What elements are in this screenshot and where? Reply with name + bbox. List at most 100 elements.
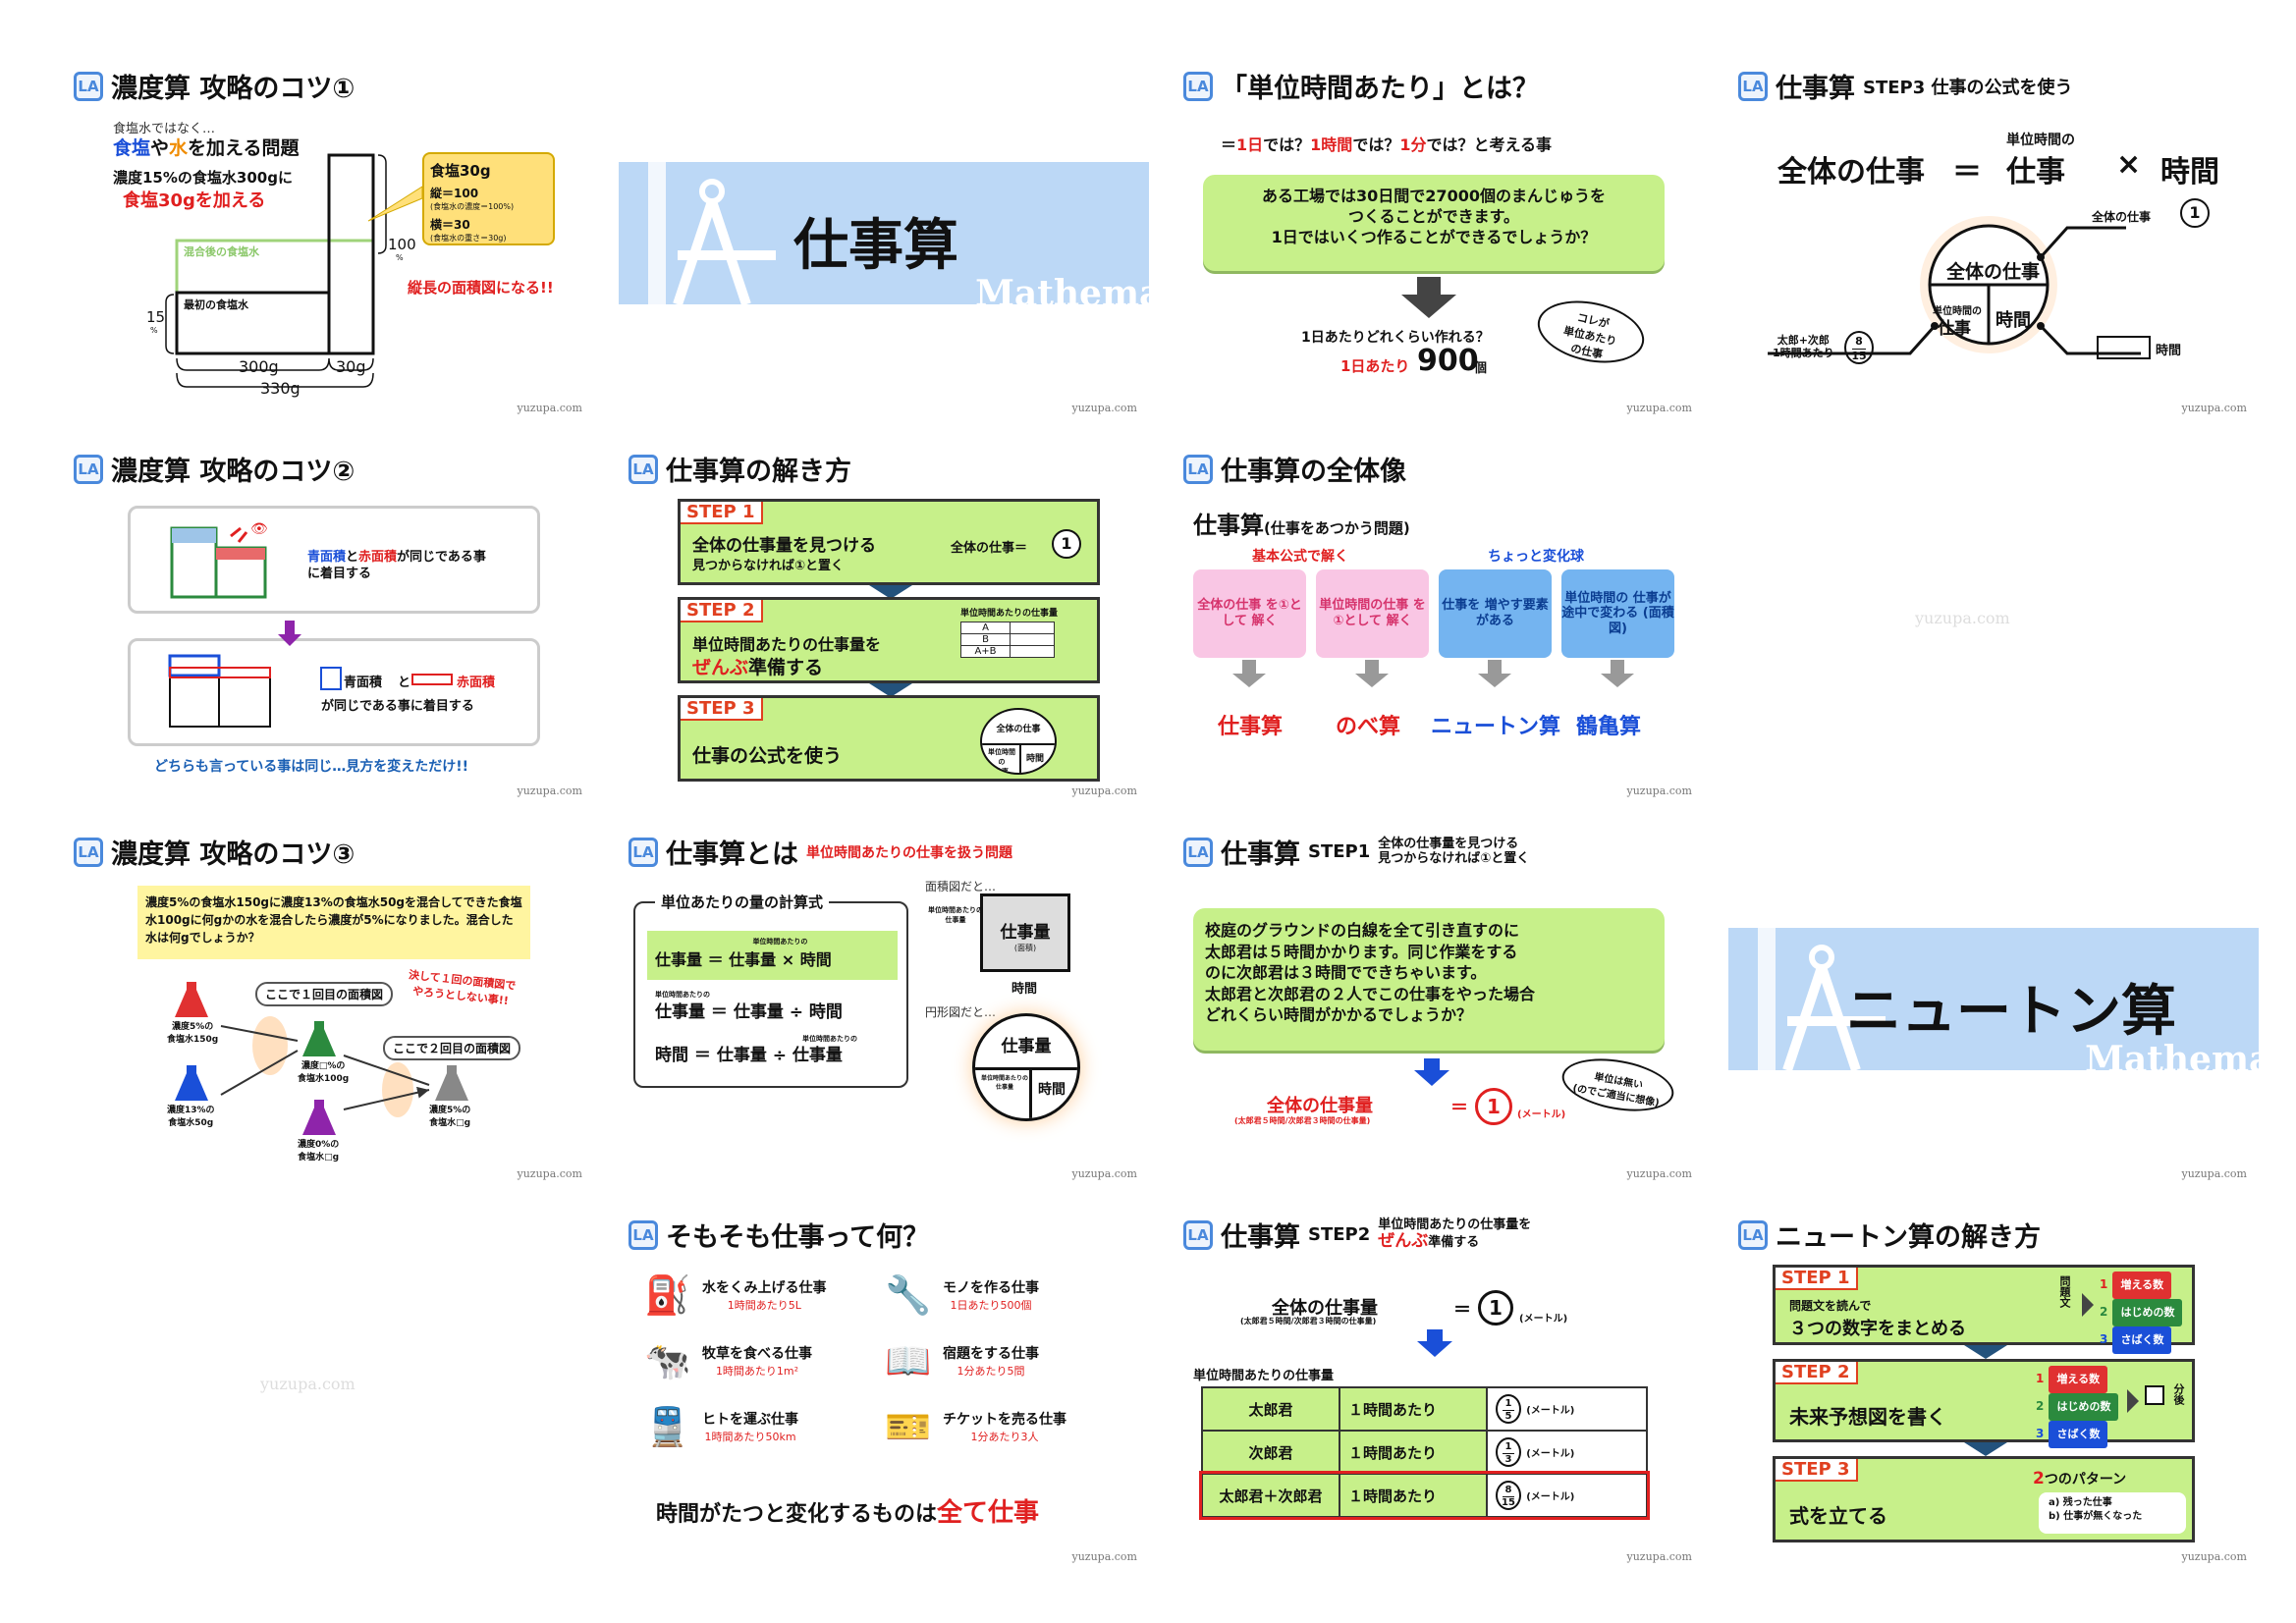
overview-sub: 仕事算(仕事をあつかう問題) (1193, 512, 1410, 539)
panel-1-text: 青面積と赤面積が同じである事 に着目する (307, 550, 486, 581)
total-work-sub: (太郎君５時間/次郎君３時間の仕事量) (1240, 1317, 1377, 1325)
step-3-box: STEP 3 仕事の公式を使う 全体の仕事 単位時間の 仕事 時間 (678, 695, 1100, 782)
pump-icon: ⛽ (644, 1273, 691, 1317)
formula-1: 仕事量 ＝ 単位時間あたりの仕事量 × 時間 (647, 931, 898, 980)
formula-2: 仕事量 ＝ 仕事量 ÷ 時間 (655, 1002, 843, 1022)
watermark: yuzupa.com (1626, 402, 1693, 414)
slide-cover-work: 仕事算 Mathemat yuzupa.com (619, 49, 1149, 422)
logo-icon: LA (1183, 454, 1213, 484)
name-2: のべ算 (1336, 715, 1401, 739)
logo-icon: LA (629, 1219, 658, 1250)
cover-title: 仕事算 (793, 214, 958, 278)
area-box: 仕事量 (面積) (980, 893, 1070, 972)
ticket-icon: 🎫 (885, 1405, 932, 1448)
watermark: yuzupa.com (1071, 1550, 1138, 1563)
down-arrow-icon (1417, 1329, 1452, 1357)
eq: ＝ (1453, 1300, 1471, 1321)
panel-2 (128, 638, 540, 746)
first-label: 最初の食塩水 (184, 298, 248, 311)
circle-left: 仕事 (1938, 319, 1971, 339)
step-label: STEP3 仕事の公式を使う (1863, 77, 2073, 98)
total-work-sub: (太郎君５時間/次郎君３時間の仕事量) (1234, 1116, 1371, 1125)
slide-title: 濃度算 攻略のコツ② (111, 457, 355, 487)
slide-title: 仕事算 (1776, 74, 1855, 104)
panel-1 (128, 506, 540, 614)
area-label: 面積図だと… (925, 880, 997, 893)
mini-circle: 全体の仕事 単位時間の 仕事 時間 (980, 708, 1057, 775)
panel-2-text: が同じである事に着目する (321, 699, 474, 714)
slide-title: ニュートン算の解き方 (1776, 1222, 2041, 1253)
watermark: yuzupa.com (1626, 784, 1693, 797)
circle-label: 円形図だと… (925, 1005, 997, 1019)
flask-3-label: 濃度□%の 食塩水100g (298, 1061, 350, 1084)
step-2-box: STEP 2 未来予想図を書く 1 増える数 2 はじめの数 3 さばく数 分後 (1773, 1359, 2195, 1448)
cover-subtitle: Mathemat (2085, 1039, 2259, 1070)
slide-title: 仕事算の解き方 (666, 457, 851, 487)
group-variation: ちょっと変化球 (1488, 549, 1584, 565)
one-circle: 1 (1478, 1290, 1513, 1325)
cover-subtitle: Mathemat (975, 273, 1149, 304)
weight-300: 300g (239, 357, 279, 376)
flask-1-label: 濃度5%の 食塩水150g (167, 1022, 219, 1045)
slide-per-unit-time: LA「単位時間あたり」とは？ ＝1日では？1時間では？1分では？と考える事 ある… (1174, 49, 1704, 422)
circle-top: 全体の仕事 (1946, 261, 2041, 283)
bottom-note: どちらも言っている事は同じ…見方を変えただけ!! (154, 759, 469, 775)
watermark: yuzupa.com (517, 402, 583, 414)
unit: (メートル) (1519, 1314, 1568, 1325)
pct-15: % (150, 326, 158, 335)
arrow-2 (869, 683, 912, 697)
table-label: 単位時間あたりの仕事量 (1193, 1369, 1335, 1383)
formula-eq: ＝ (1952, 155, 1982, 189)
arrow-2 (1964, 1442, 2007, 1456)
circle-left-small: 単位時間の (1933, 306, 1982, 317)
logo-icon: LA (1183, 1219, 1213, 1250)
flask-4-label: 濃度0%の 食塩水□g (298, 1140, 340, 1163)
logo-icon: LA (1738, 71, 1768, 101)
tool-icon: 🔧 (885, 1273, 932, 1317)
slide-blank-2: yuzupa.com (64, 1198, 594, 1571)
slide-title: そもそも仕事って何？ (666, 1222, 930, 1253)
cover-banner: ニュートン算 Mathemat (1728, 928, 2259, 1070)
bubble-second: ここで２回目の面積図 (383, 1036, 521, 1060)
logo-icon: LA (1183, 71, 1213, 101)
step-1-box: STEP 1 全体の仕事量を見つける 見つからなければ①と置く 全体の仕事＝ 1 (678, 499, 1100, 585)
one-circle: 1 (1475, 1088, 1512, 1125)
book-icon: 📖 (885, 1339, 932, 1382)
watermark: yuzupa.com (1071, 402, 1138, 414)
mixed-label: 混合後の食塩水 (184, 245, 259, 258)
logo-icon: LA (74, 71, 103, 101)
area-bottom: 時間 (1011, 982, 1038, 997)
pct-100: % (396, 253, 404, 262)
train-icon: 🚆 (644, 1405, 691, 1448)
circle-diagram: 仕事量 単位時間あたりの 仕事量 時間 (972, 1013, 1080, 1121)
unit: (メートル) (1517, 1109, 1566, 1120)
logo-icon: LA (74, 454, 103, 484)
watermark: yuzupa.com (2181, 1550, 2248, 1563)
heading: 食塩や水を加える問題 (113, 137, 300, 159)
value-15: 15 (146, 308, 166, 326)
category-box-4: 単位時間の 仕事が 途中で変わる (面積図) (1561, 569, 1674, 658)
down-arrow-icon (1401, 277, 1456, 318)
formula-3: 時間 ＝ 仕事量 ÷ 仕事量 (655, 1046, 843, 1065)
panel-2-blue: 青面積 (344, 676, 383, 690)
slide-title: 仕事算 (1221, 1222, 1300, 1253)
formula-3-small: 単位時間あたりの (802, 1035, 857, 1043)
circle-right: 時間 (1995, 310, 2031, 331)
group-basic: 基本公式で解く (1252, 549, 1348, 565)
slide-title: 「単位時間あたり」とは？ (1221, 74, 1539, 104)
logo-icon: LA (74, 837, 103, 867)
pill-list-2: 1 増える数 2 はじめの数 3 さばく数 (2036, 1366, 2119, 1448)
weight-30: 30g (336, 357, 366, 376)
step-text: 単位時間あたりの仕事量をぜんぶ準備する (1378, 1217, 1532, 1252)
slide-title: 仕事算とは (666, 839, 798, 870)
